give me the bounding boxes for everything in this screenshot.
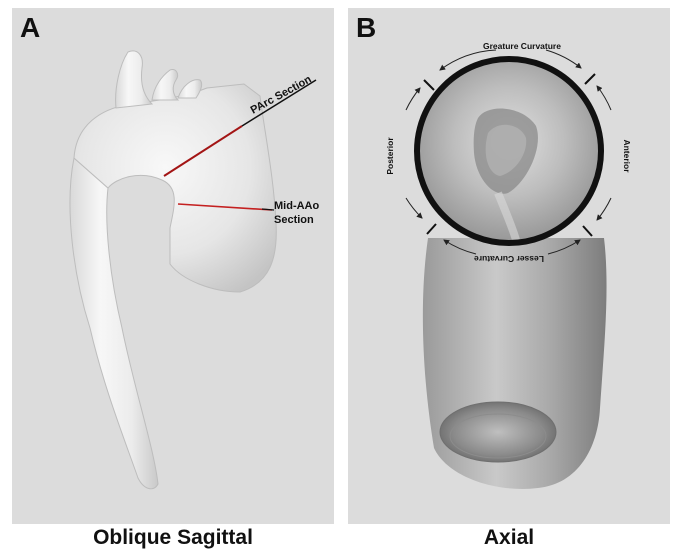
panel-letter-b: B <box>356 12 376 44</box>
arrow-top-right <box>546 50 581 68</box>
caption-oblique-sagittal: Oblique Sagittal <box>12 526 334 550</box>
posterior-label: Posterior <box>385 137 395 175</box>
caption-axial: Axial <box>348 526 670 550</box>
brachiocephalic-branch <box>116 51 152 108</box>
arrow-right-up <box>597 86 611 110</box>
ring-tick-bottom-right <box>583 226 592 236</box>
aorta-sagittal-figure: PArc Section Mid-AAo Section <box>12 8 334 524</box>
ring-tick-top-right <box>585 74 595 84</box>
distal-opening <box>440 402 556 462</box>
subclavian-branch <box>178 80 202 98</box>
lesser-curvature-label: Lesser Curvature <box>474 254 544 264</box>
anterior-label: Anterior <box>622 139 632 173</box>
arrow-left-up <box>406 88 420 110</box>
panel-letter-a: A <box>20 12 40 44</box>
descending-aorta <box>70 158 158 489</box>
ring-tick-bottom-left <box>427 224 436 234</box>
carotid-branch <box>152 70 178 100</box>
aorta-axial-figure: Greature Curvature Lesser Curvature Post… <box>348 8 670 524</box>
mid-aao-label-line1: Mid-AAo <box>274 200 319 212</box>
mid-aao-label-line2: Section <box>274 214 314 226</box>
greater-curvature-label: Greature Curvature <box>483 41 561 51</box>
panel-b: Greature Curvature Lesser Curvature Post… <box>348 8 670 524</box>
arrow-left-down <box>406 198 422 218</box>
panel-a: PArc Section Mid-AAo Section A <box>12 8 334 524</box>
arrow-right-down <box>597 198 611 220</box>
ring-tick-top-left <box>424 80 434 90</box>
